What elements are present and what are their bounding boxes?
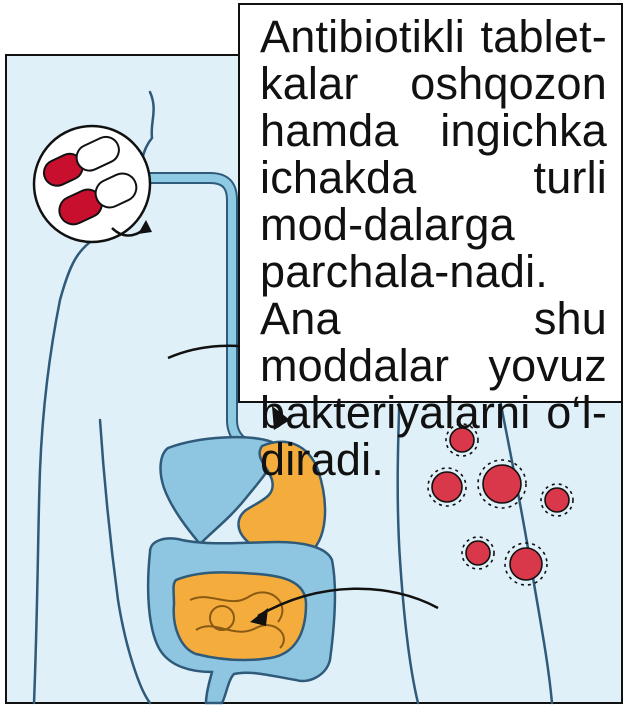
caption-box: Antibiotikli tablet-kalar oshqozon hamda… [238,3,623,403]
caption-text: Antibiotikli tablet-kalar oshqozon hamda… [260,13,607,483]
small-intestine [174,572,307,660]
pill-icon [34,126,152,242]
